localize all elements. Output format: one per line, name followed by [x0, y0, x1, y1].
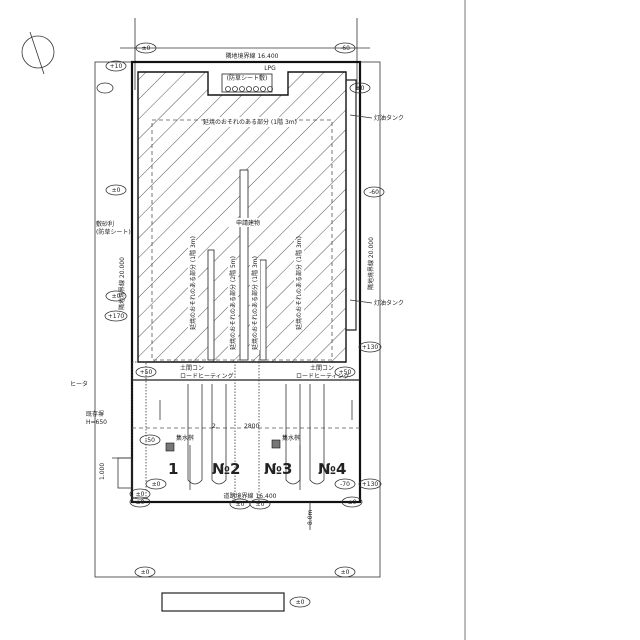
catch-basin-right-icon	[271, 439, 281, 449]
title-box	[161, 592, 285, 612]
svg-text:±0: ±0	[136, 491, 145, 498]
svg-text:-60: -60	[369, 189, 379, 196]
site-boundary-top-label: 隣地境界線 16.400	[226, 52, 279, 60]
svg-text:+130: +130	[362, 344, 379, 351]
sign-top-label: (防草シート敷)	[227, 74, 268, 82]
fire-right-label: 延焼のおそれのある部分 (1階 3m)	[295, 236, 303, 330]
catch-right-label: 集水桝	[282, 434, 300, 442]
fire-mid2-label: 延焼のおそれのある部分 (1階 3m)	[251, 256, 259, 350]
level-marks: ±0 -60 +10 ±0 -60 ±0 ±0 +170 +130 +50 +5…	[96, 42, 385, 608]
parking-number-3: №3	[264, 460, 292, 478]
parking-number-2: №2	[212, 460, 240, 478]
road-boundary-label: 道路境界線 16.400	[224, 492, 277, 500]
svg-text:±0: ±0	[112, 187, 121, 194]
svg-text:+50: +50	[339, 369, 352, 376]
catch-basin-left-icon	[165, 442, 175, 452]
fire-mid1-label: 延焼のおそれのある部分 (2階 5m)	[229, 256, 237, 350]
lpg-tank-row	[225, 86, 273, 92]
svg-text:±0: ±0	[236, 501, 245, 508]
wall-height-label: H=650	[86, 419, 107, 426]
fire-top-label: 延焼のおそれのある部分 (1階 3m)	[203, 118, 297, 126]
north-arrow-icon	[21, 31, 55, 75]
gravel-label: 敷砂利	[96, 220, 114, 228]
svg-text:±0: ±0	[112, 293, 121, 300]
svg-text:+10: +10	[110, 63, 123, 70]
dim-left-label: 1.000	[99, 463, 106, 480]
svg-text:±0: ±0	[142, 45, 151, 52]
svg-text:+170: +170	[108, 313, 125, 320]
dim-mid-label: 2.	[212, 423, 218, 430]
post-label: 2800	[244, 423, 259, 430]
svg-text:-60: -60	[340, 45, 350, 52]
svg-text:-50: -50	[145, 437, 155, 444]
road-width-label: 8.0m	[307, 509, 314, 525]
svg-text:±0: ±0	[152, 481, 161, 488]
heater-label: ヒータ	[70, 380, 88, 388]
fire-left-label: 延焼のおそれのある部分 (1階 3m)	[189, 236, 197, 330]
soil-right-label: 土間コン	[310, 364, 334, 372]
svg-text:±0: ±0	[256, 501, 265, 508]
building-footprint	[137, 71, 357, 363]
svg-text:±0: ±0	[296, 599, 305, 606]
svg-text:+130: +130	[362, 481, 379, 488]
svg-text:±0: ±0	[348, 499, 357, 506]
boundary-right-label: 隣地境界線 20.000	[367, 237, 375, 290]
parking-number-1: 1	[168, 460, 178, 478]
parking-number-4: №4	[318, 460, 346, 478]
soil-right2-label: ロードヒーティング	[296, 372, 350, 380]
boundary-left-label: 隣地境界線 20.000	[118, 257, 126, 310]
gravel-sub-label: (防草シート)	[96, 228, 131, 236]
existing-wall-label: 既存塀	[86, 410, 104, 418]
svg-text:±0: ±0	[136, 499, 145, 506]
svg-text:±0: ±0	[141, 569, 150, 576]
building-label: 申請建物	[236, 219, 260, 227]
parking-area	[131, 361, 360, 503]
lpg-label: LPG	[264, 65, 276, 72]
lamp-mid-label: 灯油タンク	[374, 299, 404, 307]
catch-left-label: 集水桝	[176, 434, 194, 442]
svg-text:±0: ±0	[356, 85, 365, 92]
lamp-top-label: 灯油タンク	[374, 114, 404, 122]
svg-text:-70: -70	[340, 481, 350, 488]
svg-text:±0: ±0	[341, 569, 350, 576]
soil-left2-label: ロードヒーティング	[180, 372, 234, 380]
soil-left-label: 土間コン	[180, 364, 204, 372]
